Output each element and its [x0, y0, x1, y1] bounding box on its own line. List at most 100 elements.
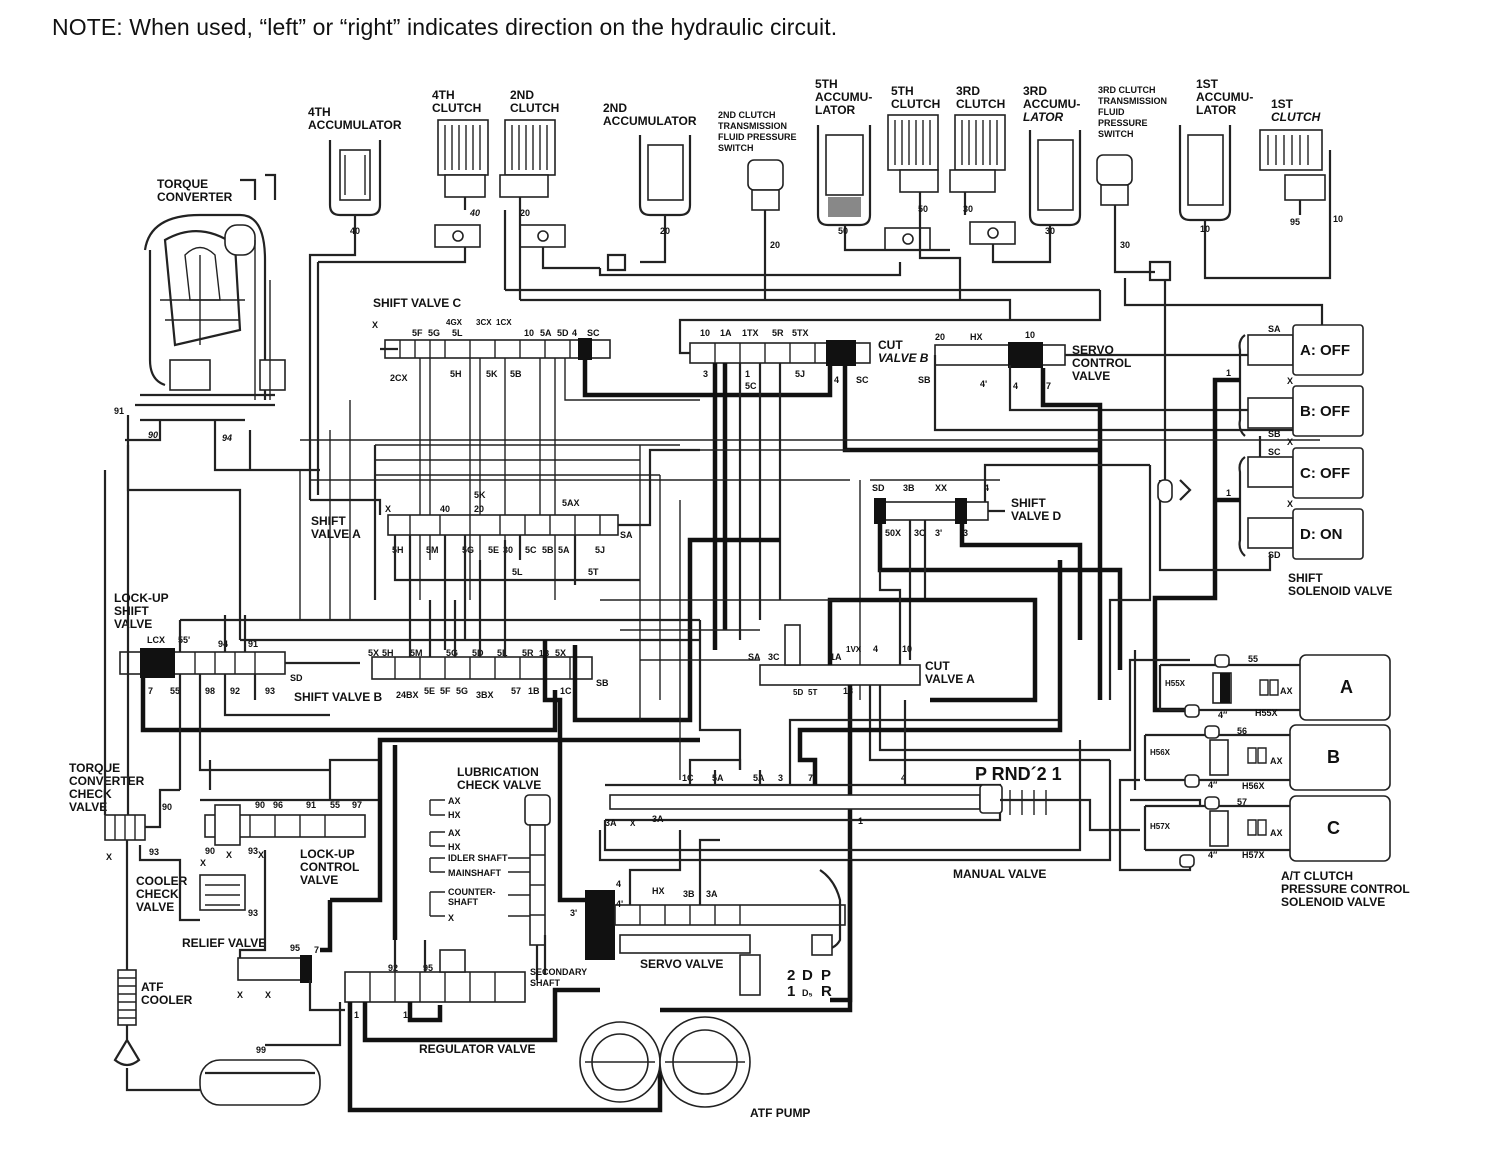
lube-idler-shaft: IDLER SHAFT — [448, 853, 508, 863]
port-97-luc: 97 — [352, 800, 362, 810]
label-lockup-control-1: LOCK-UP — [300, 847, 355, 861]
label-2nd-ps-3: FLUID PRESSURE — [718, 132, 797, 142]
port-4p-sv: 4' — [980, 379, 987, 389]
port-lcx: LCX — [147, 635, 165, 645]
port-5m-b: 5M — [410, 648, 423, 658]
port-93-low: 93 — [149, 847, 159, 857]
label-cut-valve-a-2: VALVE A — [925, 672, 975, 686]
port-3p-sv2: 3' — [570, 908, 577, 918]
port-2cx-c: 2CX — [390, 373, 408, 383]
label-atf-cooler-1: ATF — [141, 980, 163, 994]
note-text: NOTE: When used, “left” or “right” indic… — [52, 14, 838, 40]
pressure-solenoid-a-label: A — [1340, 677, 1353, 697]
port-91: 91 — [248, 639, 258, 649]
port-5e-b: 5E — [424, 686, 435, 696]
port-3c-d: 3C — [914, 528, 926, 538]
sol-port-x3: X — [1287, 499, 1293, 509]
label-1st-acc-1: 1ST — [1196, 77, 1219, 91]
port-91-luc: 91 — [306, 800, 316, 810]
port-1st-clutch: 10 — [1333, 214, 1343, 224]
port-3p-d: 3' — [935, 528, 942, 538]
label-lockup-control-2: CONTROL — [300, 860, 359, 874]
label-cut-valve-a-1: CUT — [925, 659, 950, 673]
port-5b-a: 5B — [542, 545, 554, 555]
lube-hx-2: HX — [448, 842, 461, 852]
label-3rd-ps-2: TRANSMISSION — [1098, 96, 1167, 106]
port-5m-a: 5M — [426, 545, 439, 555]
3rd-clutch: 3RD CLUTCH 30 — [949, 84, 1016, 245]
pressure-solenoid-b-label: B — [1327, 747, 1340, 767]
label-2nd-acc-2: ACCUMULATOR — [603, 114, 697, 128]
top-components: 4TH ACCUMULATOR 40 4TH CLUTCH 40 2ND CLU… — [308, 77, 1343, 255]
shift-valve-a: SHIFT VALVE A X 40 5K 20 5AX 5H 5M 5G 5E… — [310, 444, 700, 650]
port-5x-b: 5X — [368, 648, 379, 658]
port-90-low: 90 — [162, 802, 172, 812]
port-sb-sv: SB — [918, 375, 931, 385]
port-5h-b: 5H — [382, 648, 394, 658]
port-2nd-acc: 20 — [660, 226, 670, 236]
port-1-m: 1 — [858, 816, 863, 826]
label-servo-valve: SERVO VALVE — [640, 957, 723, 971]
ps-a-ax: AX — [1280, 686, 1293, 696]
selector-r: R — [821, 983, 832, 1000]
port-4gx-c: 4GX — [446, 318, 463, 327]
port-98: 98 — [205, 686, 215, 696]
port-50x-d: 50X — [885, 528, 901, 538]
port-5l-c: 5L — [452, 328, 463, 338]
port-5a-c: 5A — [540, 328, 552, 338]
pressure-solenoid-b — [1289, 724, 1391, 791]
port-5j-cb: 5J — [795, 369, 805, 379]
label-2nd-ps-1: 2ND CLUTCH — [718, 110, 776, 120]
2nd-accumulator: 2ND ACCUMULATOR 20 — [603, 101, 697, 240]
servo-control-valve: 20 HX 10 SB 4' 4 7 SA SERVO CONTROL VALV… — [918, 324, 1320, 700]
port-30-a: 30 — [503, 545, 513, 555]
label-torque-converter-2: CONVERTER — [157, 190, 233, 204]
port-x-relief1: X — [237, 990, 243, 1000]
port-1tx-cb: 1TX — [742, 328, 759, 338]
port-x-luc1: X — [226, 850, 232, 860]
port-4-ca: 4 — [873, 644, 878, 654]
label-5th-acc-1: 5TH — [815, 77, 838, 91]
atclutch-solenoids: A B C H55X 55 AX H55X H56X 56 AX H56X H5… — [1118, 650, 1410, 909]
port-94: 94 — [218, 639, 228, 649]
label-relief-valve: RELIEF VALVE — [182, 936, 266, 950]
label-servo-control-1: SERVO — [1072, 343, 1114, 357]
label-5th-acc-2: ACCUMU- — [815, 90, 872, 104]
label-atf-pump: ATF PUMP — [750, 1106, 810, 1120]
port-1c-m: 1C — [682, 773, 694, 783]
label-3rd-acc-1: 3RD — [1023, 84, 1047, 98]
label-3rd-clutch-2: CLUTCH — [956, 97, 1005, 111]
port-1-cb: 1 — [745, 369, 750, 379]
port-5l-a: 5L — [512, 567, 523, 577]
port-1c-b: 1C — [560, 686, 572, 696]
port-5h-c: 5H — [450, 369, 462, 379]
port-5ax-a: 5AX — [562, 498, 580, 508]
port-5d-b: 5D — [472, 648, 484, 658]
port-3a2-m: 3A — [652, 814, 664, 824]
selector-2: 2 — [787, 967, 795, 984]
lower-left-components: TORQUE CONVERTER CHECK VALVE 90 93 X 90 … — [69, 470, 700, 1106]
selector-p: P — [821, 967, 831, 984]
port-40-a: 40 — [440, 504, 450, 514]
port-10-cb: 10 — [700, 328, 710, 338]
port-5k-a: 5K — [474, 490, 486, 500]
port-1cx-c: 1CX — [496, 318, 512, 327]
port-1b2-b: 1B — [528, 686, 540, 696]
port-95-relief: 95 — [290, 943, 300, 953]
solenoid-b-label: B: OFF — [1300, 403, 1350, 420]
port-5r-b: 5R — [522, 648, 534, 658]
lube-ax-2: AX — [448, 828, 461, 838]
port-7-lu: 7 — [148, 686, 153, 696]
regulator-valve: 92 95 1 1 REGULATOR VALVE — [344, 940, 663, 1113]
port-3a-m: 3A — [605, 818, 617, 828]
sol-port-sd: SD — [1268, 550, 1281, 560]
3rd-accumulator: 3RD ACCUMU- LATOR 30 — [1023, 84, 1082, 240]
port-7-sv: 7 — [1046, 381, 1051, 391]
label-2nd-ps-2: TRANSMISSION — [718, 121, 787, 131]
ps-b-ax: AX — [1270, 756, 1283, 766]
port-5r-cb: 5R — [772, 328, 784, 338]
label-3rd-ps-1: 3RD CLUTCH — [1098, 85, 1156, 95]
port-20-sv: 20 — [935, 332, 945, 342]
port-3-m: 3 — [778, 773, 783, 783]
port-3c-ca: 3C — [768, 652, 780, 662]
